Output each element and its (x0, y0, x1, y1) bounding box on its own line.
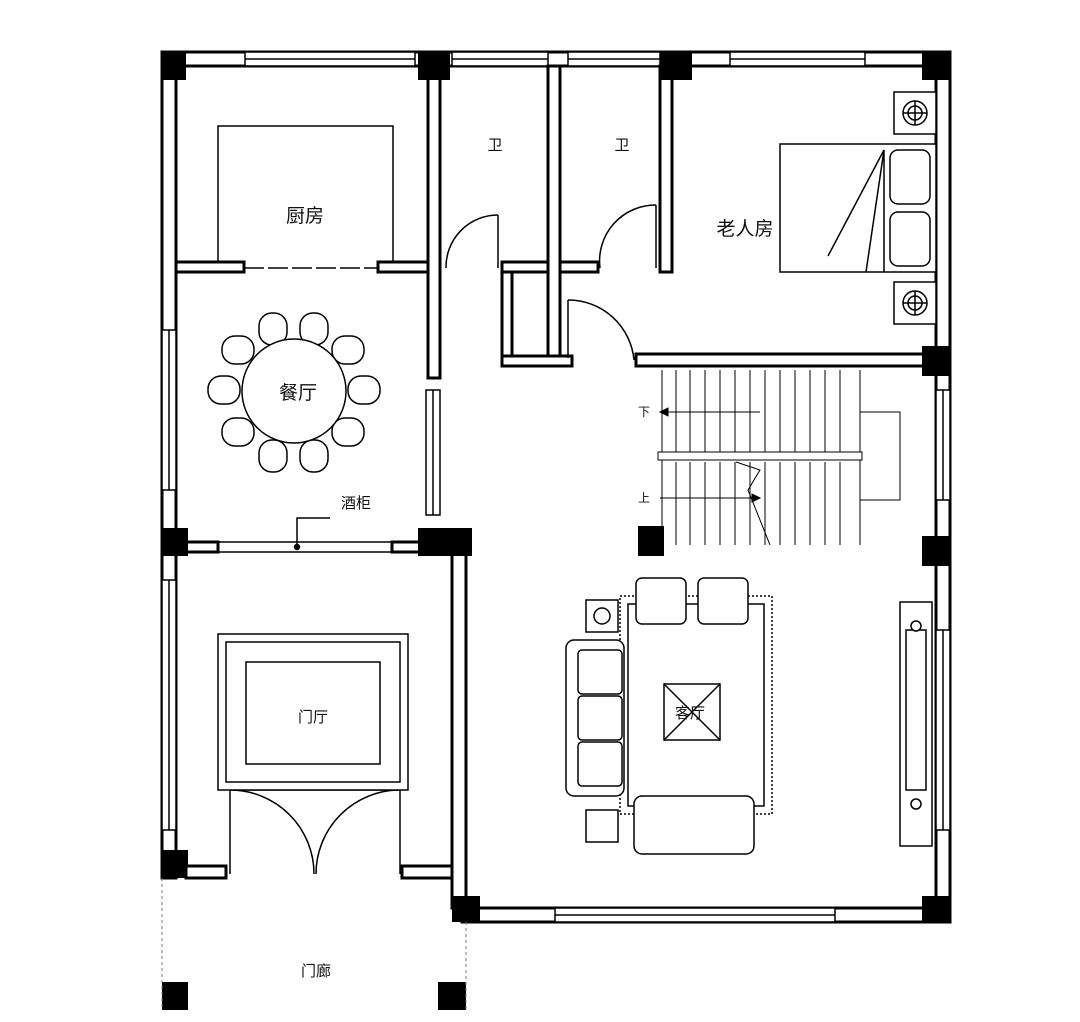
staircase (657, 370, 901, 546)
porch-outline (161, 878, 467, 1010)
label-dining: 餐厅 (279, 382, 317, 404)
columns (162, 52, 950, 1010)
label-wine-cabinet: 酒柜 (341, 494, 371, 512)
sofa-set (565, 577, 773, 855)
label-elder-room: 老人房 (716, 218, 773, 240)
dining-chairs (207, 312, 381, 473)
windows (161, 51, 951, 923)
label-kitchen: 厨房 (286, 205, 324, 227)
dining-table (207, 312, 381, 473)
wine-cabinet (218, 517, 392, 553)
foyer-bottom-wall (184, 864, 454, 880)
interior-walls (174, 64, 938, 554)
kitchen-counter (217, 125, 394, 269)
stair-arrows (658, 407, 762, 503)
label-bath-2: 卫 (614, 136, 629, 154)
label-living: 客厅 (675, 704, 705, 722)
foyer-rug (217, 633, 409, 791)
bed (779, 91, 937, 325)
label-porch: 门廊 (301, 962, 331, 980)
tv-console (899, 601, 933, 847)
label-stairs-down: 下 (638, 405, 650, 419)
label-foyer: 门厅 (298, 708, 328, 726)
label-bath-1: 卫 (487, 136, 502, 154)
label-stairs-up: 上 (638, 491, 650, 505)
